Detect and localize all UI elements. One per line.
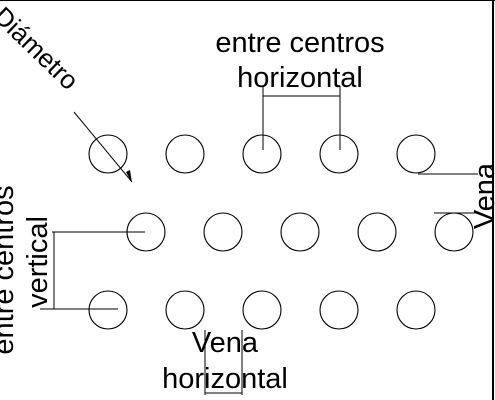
v-center-label-line2: vertical: [22, 216, 54, 308]
hole-r2-c2: [203, 212, 243, 252]
hole-r3-c3: [242, 290, 282, 330]
diameter-arrowhead: [126, 170, 132, 183]
hole-r1-c5: [396, 134, 436, 174]
hole-r2-c5: [434, 212, 474, 252]
hole-r1-c1: [88, 134, 128, 174]
horizontal-center-dimension: entre centros horizontal: [215, 27, 385, 150]
vein-horizontal-label-line1: Vena: [192, 327, 259, 359]
hole-r1-c4: [319, 134, 359, 174]
holes-group: [40, 134, 474, 330]
diameter-label: Diámetro: [0, 1, 85, 96]
hole-r3-c4: [319, 290, 359, 330]
diameter-leader-line: [73, 111, 133, 183]
h-center-label-line1: entre centros: [215, 27, 384, 59]
hole-r2-c4: [357, 212, 397, 252]
hole-r1-c3: [242, 134, 282, 174]
vertical-center-dimension: entre centros vertical: [0, 185, 96, 355]
hole-r2-c3: [280, 212, 320, 252]
horizontal-vein-dimension: Vena horizontal: [162, 327, 288, 395]
frame-top-border: [0, 0, 495, 1]
vertical-vein-dimension: Vena: [418, 162, 495, 229]
hole-r1-c2: [165, 134, 205, 174]
vein-vertical-label: Vena: [469, 162, 495, 229]
h-center-label-line2: horizontal: [237, 62, 363, 94]
hole-r3-c5: [396, 290, 436, 330]
diameter-dimension: Diámetro: [0, 1, 133, 183]
hole-r3-c1: [88, 290, 128, 330]
hole-r3-c2: [165, 290, 205, 330]
vein-horizontal-label-line2: horizontal: [162, 363, 288, 395]
frame-right-border: [492, 0, 494, 400]
v-center-label-line1: entre centros: [0, 185, 20, 354]
